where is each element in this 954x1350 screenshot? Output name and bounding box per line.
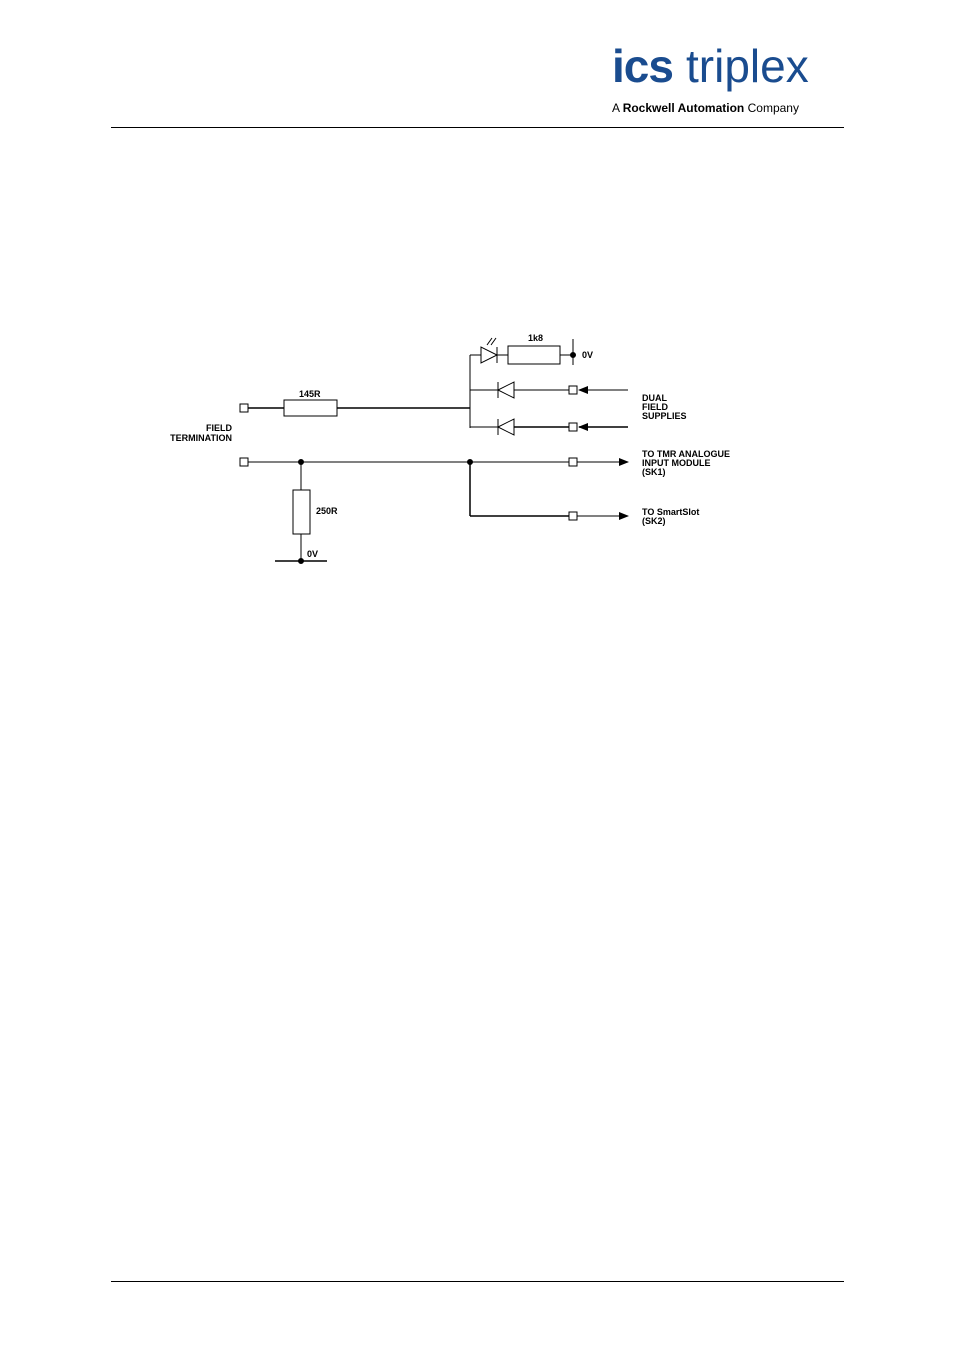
smartslot-terminal [569, 512, 577, 520]
label-0v-bottom: 0V [307, 549, 318, 559]
resistor-1k8 [508, 346, 560, 364]
node-ground [299, 559, 304, 564]
label-1k8: 1k8 [528, 333, 543, 343]
supply-terminal-2 [569, 423, 577, 431]
label-0v-top: 0V [582, 350, 593, 360]
label-tmr-3: (SK1) [642, 467, 666, 477]
label-field-1: FIELD [206, 423, 232, 433]
diode2-icon [498, 419, 514, 435]
field-terminal-top [240, 404, 248, 412]
label-250r: 250R [316, 506, 338, 516]
label-dual-3: SUPPLIES [642, 411, 687, 421]
led-icon [481, 347, 497, 363]
node-0v [571, 353, 576, 358]
label-field-2: TERMINATION [170, 433, 232, 443]
field-terminal-bottom [240, 458, 248, 466]
label-145r: 145R [299, 389, 321, 399]
diode1-icon [498, 382, 514, 398]
resistor-145r [284, 400, 337, 416]
supply-terminal-1 [569, 386, 577, 394]
label-smartslot-2: (SK2) [642, 516, 666, 526]
resistor-250r [293, 490, 310, 534]
tmr-terminal [569, 458, 577, 466]
